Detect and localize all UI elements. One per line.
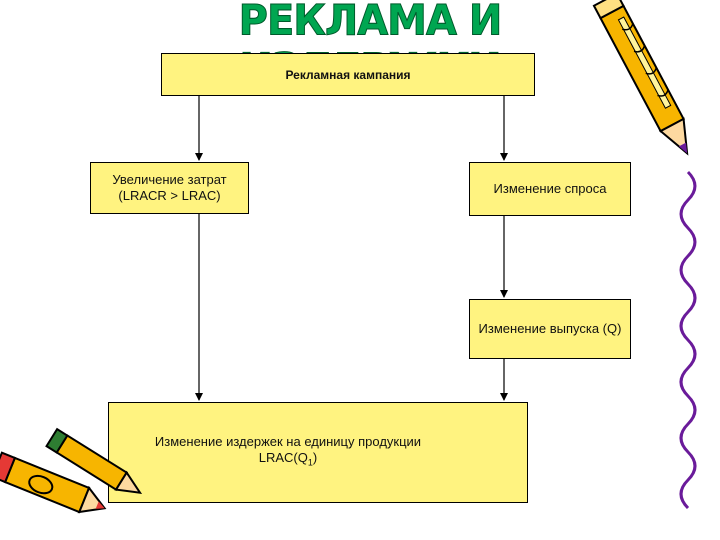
box-unit-cost-formula-end: ) — [312, 450, 318, 466]
box-unit-cost-line2: LRAC(Q1) — [155, 450, 421, 471]
box-unit-cost-formula: LRAC(Q — [258, 450, 308, 466]
box-cost-increase-line1: Увеличение затрат — [112, 172, 227, 187]
box-advertising-campaign-label: Рекламная кампания — [285, 67, 411, 82]
box-advertising-campaign: Рекламная кампания — [161, 53, 535, 96]
box-cost-increase-line2: (LRACR > LRAC) — [118, 188, 221, 203]
box-unit-cost-line1: Изменение издержек на единицу продукции — [154, 434, 422, 450]
box-unit-cost-change: Изменение издержек на единицу продукции … — [108, 402, 528, 503]
box-unit-cost-subscript: 1 — [307, 457, 313, 468]
box-demand-change: Изменение спроса — [469, 162, 631, 216]
box-cost-increase: Увеличение затрат (LRACR > LRAC) — [90, 162, 249, 214]
box-demand-change-label: Изменение спроса — [493, 181, 607, 196]
box-output-change-label: Изменение выпуска (Q) — [478, 321, 622, 336]
box-output-change: Изменение выпуска (Q) — [469, 299, 631, 359]
